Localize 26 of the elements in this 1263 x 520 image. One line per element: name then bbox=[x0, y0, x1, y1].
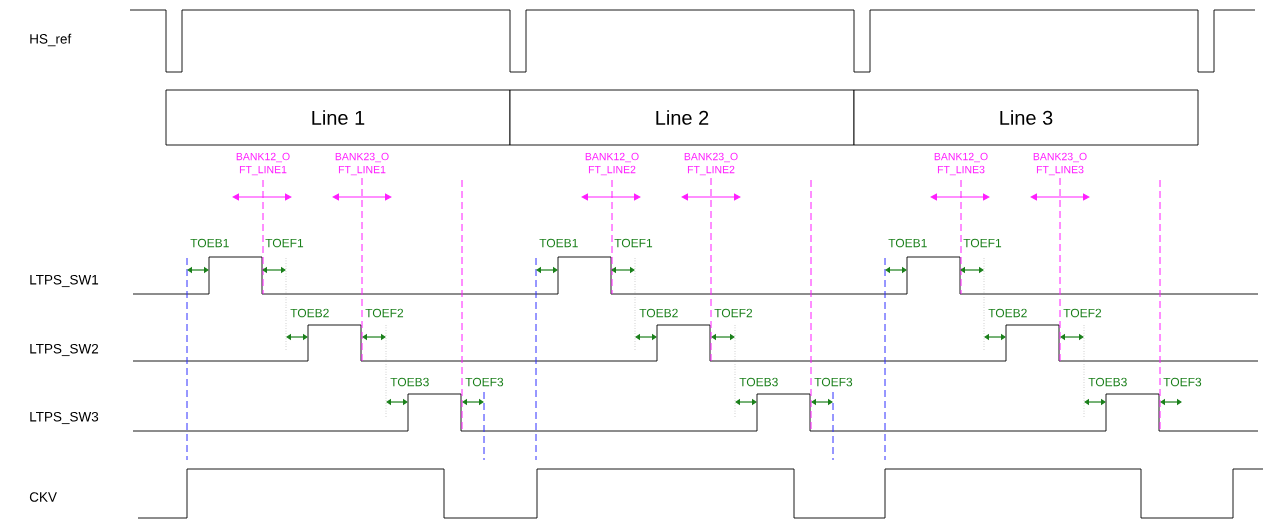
timing-label: TOEB2 bbox=[290, 308, 329, 318]
timing-label: TOEF3 bbox=[1163, 377, 1202, 387]
line-period-box: Line 1 bbox=[165, 89, 511, 146]
timing-label: TOEB2 bbox=[639, 308, 678, 318]
signal-name: HS_ref bbox=[30, 33, 72, 47]
timing-label: TOEF1 bbox=[963, 238, 1002, 248]
timing-label: TOEF3 bbox=[465, 377, 504, 387]
signal-name: CKV bbox=[29, 492, 57, 502]
timing-label: TOEB3 bbox=[390, 377, 429, 387]
signal-name: LTPS_SW3 bbox=[30, 411, 99, 425]
signal-name: LTPS_SW2 bbox=[30, 343, 99, 357]
timing-label: TOEB3 bbox=[739, 377, 778, 387]
timing-label: TOEB2 bbox=[988, 308, 1027, 318]
timing-label: TOEF2 bbox=[1063, 308, 1102, 318]
timing-label: TOEF2 bbox=[365, 308, 404, 318]
timing-label: TOEF3 bbox=[814, 377, 853, 387]
timing-label: TOEB1 bbox=[190, 238, 229, 248]
timing-label: TOEF1 bbox=[614, 238, 653, 248]
timing-label: TOEB1 bbox=[888, 238, 927, 248]
timing-label: TOEF2 bbox=[714, 308, 753, 318]
timing-label: TOEF1 bbox=[265, 238, 304, 248]
signal-name: LTPS_SW1 bbox=[30, 274, 99, 288]
line-period-box: Line 3 bbox=[853, 89, 1199, 146]
timing-label: TOEB1 bbox=[539, 238, 578, 248]
timing-label: TOEB3 bbox=[1088, 377, 1127, 387]
line-period-box: Line 2 bbox=[509, 89, 855, 146]
